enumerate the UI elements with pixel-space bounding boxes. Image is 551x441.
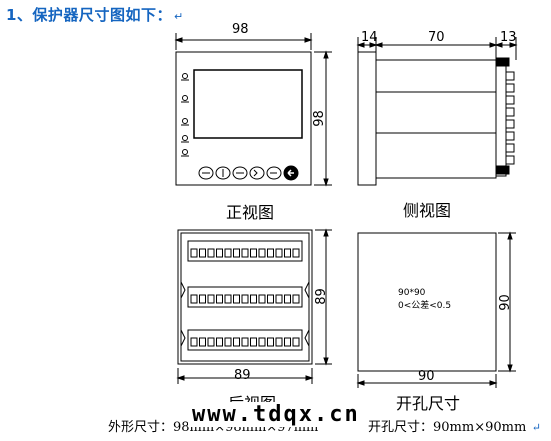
hole-size-text: 开孔尺寸：90mm×90mm: [368, 420, 527, 435]
terminal-screw: [258, 294, 266, 304]
front-height-label: 98: [311, 110, 327, 127]
cutout-height-label: 90: [497, 294, 513, 311]
front-buttons: [198, 165, 299, 181]
terminal-screw: [275, 294, 283, 304]
cutout-width-label: 90: [418, 369, 435, 384]
hole-size-caption: 开孔尺寸：90mm×90mm ↵: [368, 416, 541, 435]
terminal-screw: [224, 294, 232, 304]
cutout-note-tolerance: 0<公差<0.5: [398, 301, 452, 311]
terminal-screw: [284, 248, 291, 258]
rear-height-label: 89: [313, 288, 329, 305]
terminal-block: [187, 329, 303, 351]
terminal-screw: [233, 294, 240, 304]
terminal-screw: [241, 337, 249, 347]
rear-terminal-rows: [187, 240, 303, 351]
terminal-screw: [216, 248, 223, 258]
side-dim-terminal-label: 13: [500, 30, 517, 45]
terminal-screw: [241, 294, 249, 304]
terminal-screw: [190, 337, 198, 347]
heading-text: 1、保护器尺寸图如下：: [6, 6, 172, 24]
side-terminals: [495, 57, 515, 177]
rear-view: [176, 228, 332, 384]
terminal-screw: [267, 337, 274, 347]
cutout-view: [356, 231, 516, 388]
terminal-screw: [207, 248, 215, 258]
terminal-screw: [199, 294, 206, 304]
terminal-screw: [216, 294, 223, 304]
terminal-block: [187, 240, 303, 262]
terminal-screw: [199, 337, 206, 347]
terminal-screw: [224, 248, 232, 258]
terminal-screw: [241, 248, 249, 258]
terminal-screw: [224, 337, 232, 347]
front-view: [174, 33, 332, 187]
terminal-screw: [216, 337, 223, 347]
terminal-screw: [190, 248, 198, 258]
side-view: [356, 37, 518, 186]
terminal-screw: [267, 294, 274, 304]
cutout-note-size: 90*90: [398, 288, 426, 298]
terminal-screw: [250, 337, 257, 347]
terminal-screw: [250, 294, 257, 304]
side-dim-front-label: 14: [361, 30, 378, 45]
side-dim-body-label: 70: [428, 30, 445, 45]
terminal-screw: [258, 248, 266, 258]
terminal-screw: [250, 248, 257, 258]
terminal-screw: [284, 337, 291, 347]
front-width-label: 98: [232, 22, 249, 37]
terminal-screw: [233, 337, 240, 347]
terminal-screw: [258, 337, 266, 347]
terminal-screw: [207, 294, 215, 304]
terminal-screw: [275, 248, 283, 258]
terminal-screw: [275, 337, 283, 347]
terminal-screw: [292, 294, 300, 304]
side-view-label: 侧视图: [403, 201, 452, 220]
paragraph-mark-icon: ↵: [528, 421, 542, 434]
rear-width-label: 89: [234, 368, 251, 383]
cutout-view-label: 开孔尺寸: [396, 394, 461, 413]
terminal-screw: [292, 337, 300, 347]
terminal-screw: [292, 248, 300, 258]
terminal-screw: [233, 248, 240, 258]
watermark: www.tdqx.cn: [188, 402, 364, 427]
terminal-block: [187, 286, 303, 308]
terminal-screw: [199, 248, 206, 258]
indicator-icons: [181, 73, 189, 157]
section-heading: 1、保护器尺寸图如下：↵: [6, 4, 184, 25]
front-view-label: 正视图: [226, 203, 275, 222]
terminal-screw: [190, 294, 198, 304]
terminal-screw: [207, 337, 215, 347]
terminal-screw: [284, 294, 291, 304]
paragraph-mark-icon: ↵: [173, 10, 184, 23]
terminal-screw: [267, 248, 274, 258]
